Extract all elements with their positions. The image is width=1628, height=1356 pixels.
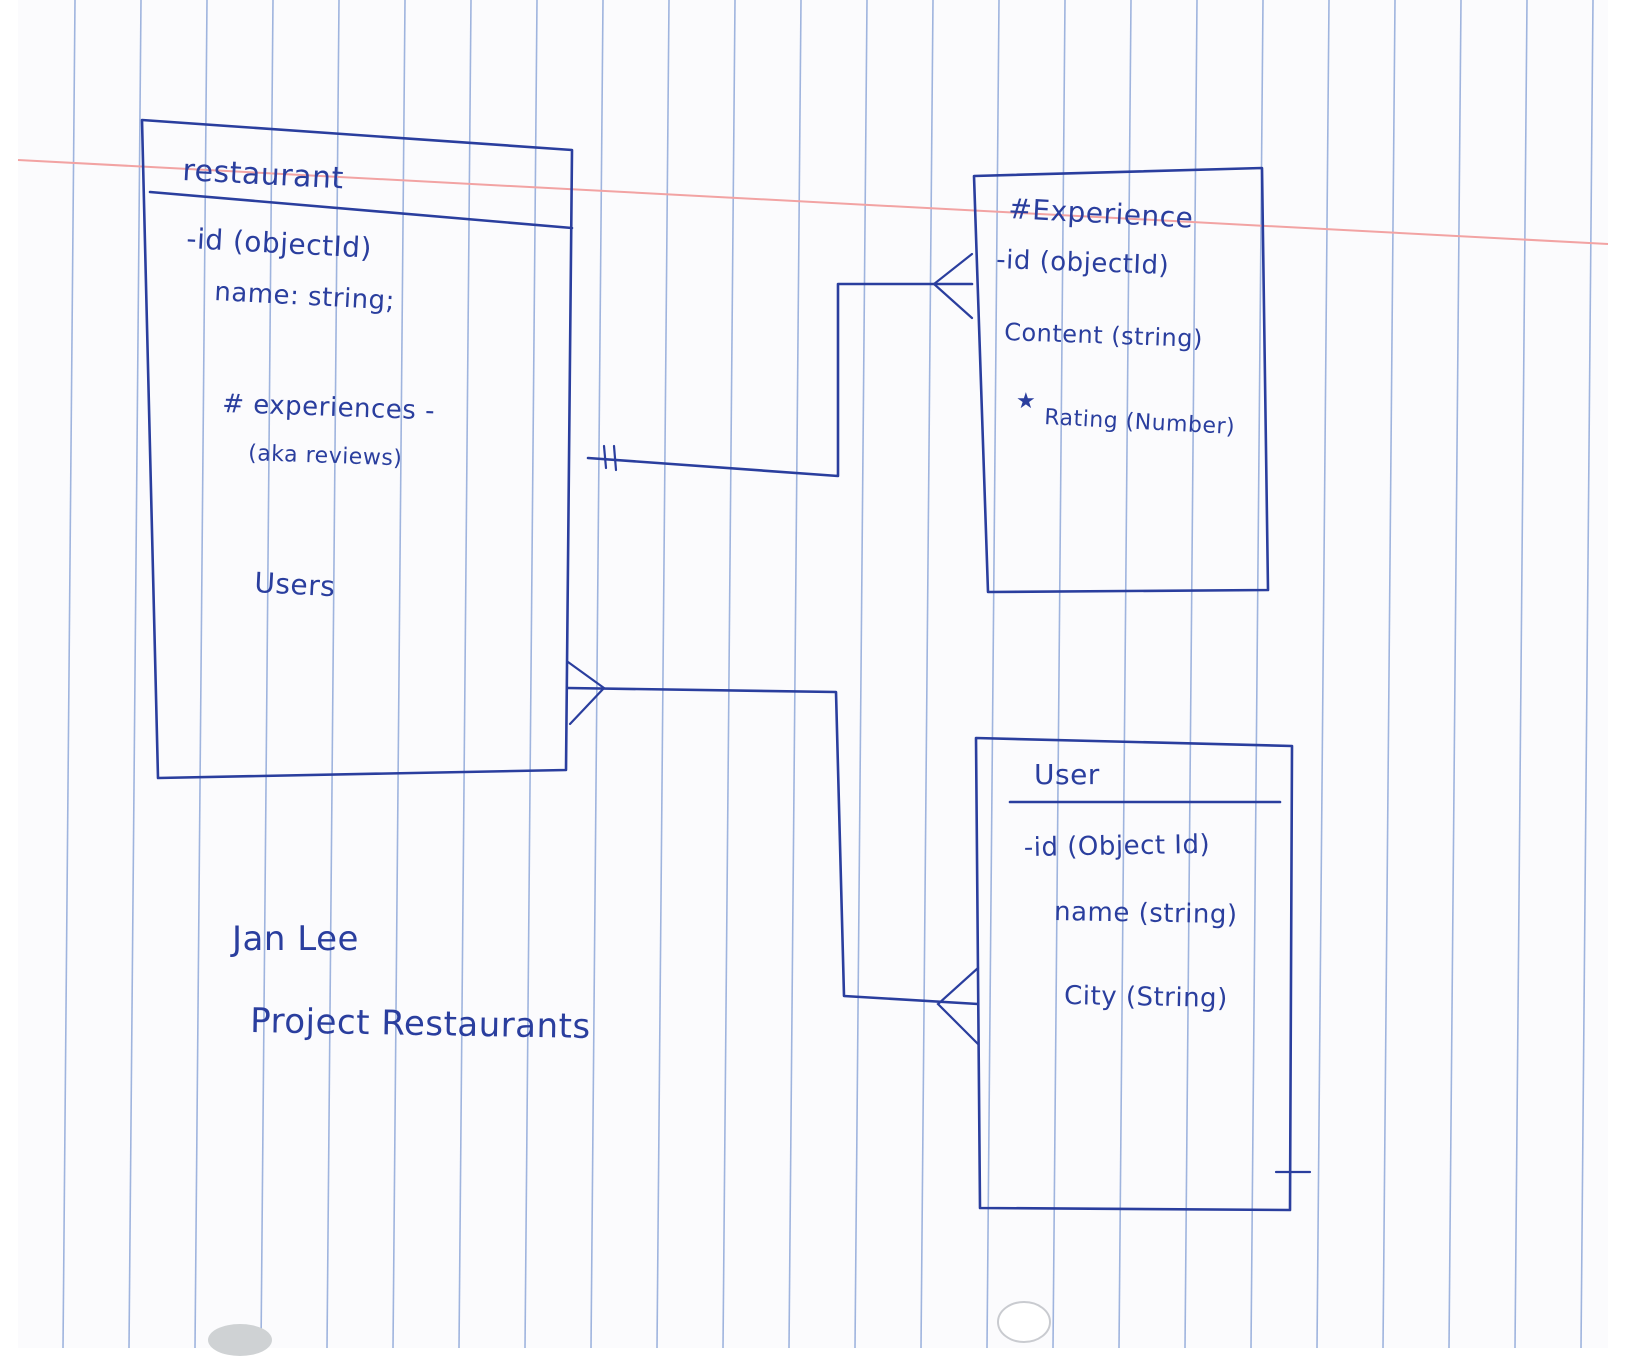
entity-field: City (String)	[1064, 981, 1228, 1014]
entity-restaurant: restaurant -id (objectId) name: string; …	[140, 118, 574, 780]
entity-box	[972, 166, 1270, 594]
margin-line	[17, 159, 1609, 245]
entity-title: User	[1034, 758, 1100, 791]
entity-field: Users	[254, 566, 337, 603]
entity-user: User -id (Object Id) name (string) City …	[974, 736, 1312, 1212]
ruled-line	[194, 0, 208, 1349]
author-name: Jan Lee	[230, 919, 359, 959]
ruled-line	[458, 0, 472, 1349]
entity-field: -id (Object Id)	[1024, 830, 1211, 863]
entity-title: restaurant	[182, 153, 345, 196]
relationship-restaurant-experience	[586, 252, 974, 478]
entity-box	[140, 118, 574, 780]
star-icon: ★	[1016, 389, 1036, 414]
entity-field: Content (string)	[1004, 318, 1204, 353]
ruled-line	[590, 0, 604, 1349]
entity-field: name (string)	[1054, 897, 1238, 930]
entity-box	[974, 736, 1294, 1212]
one-marker	[612, 444, 618, 472]
project-name: Project Restaurants	[250, 1001, 591, 1047]
entity-field: (aka reviews)	[248, 441, 403, 471]
crow-foot	[936, 966, 980, 1046]
ruled-line	[986, 0, 1000, 1349]
ruled-lines	[62, 0, 1594, 1349]
paper-sheet	[18, 0, 1608, 1348]
ruled-line	[1514, 0, 1528, 1349]
ruled-line	[1184, 0, 1198, 1349]
ruled-line	[722, 0, 736, 1349]
ruled-line	[1052, 0, 1066, 1349]
ruled-line	[392, 0, 406, 1349]
ruled-line	[1448, 0, 1462, 1349]
ruled-line	[1382, 0, 1396, 1349]
connector-line	[566, 686, 980, 1006]
ruled-line	[1316, 0, 1330, 1349]
entity-field: -id (objectId)	[996, 245, 1170, 281]
ruled-line	[788, 0, 802, 1349]
ruled-line	[1118, 0, 1132, 1349]
ruled-line	[656, 0, 670, 1349]
ruled-line	[920, 0, 934, 1349]
ruled-line	[62, 0, 76, 1349]
ruled-line	[1580, 0, 1594, 1349]
ruled-line	[326, 0, 340, 1349]
connector-line	[586, 282, 974, 478]
one-marker	[602, 444, 608, 470]
ruled-line	[854, 0, 868, 1349]
binder-hole-left	[208, 1324, 272, 1356]
entity-field: # experiences -	[222, 389, 436, 426]
entity-header-divider	[148, 190, 574, 230]
binder-hole-right	[997, 1301, 1051, 1343]
crow-foot	[566, 660, 606, 726]
relationship-restaurant-user	[566, 660, 980, 1046]
ruled-line	[260, 0, 274, 1349]
crow-foot	[932, 252, 974, 320]
ruled-line	[128, 0, 142, 1349]
